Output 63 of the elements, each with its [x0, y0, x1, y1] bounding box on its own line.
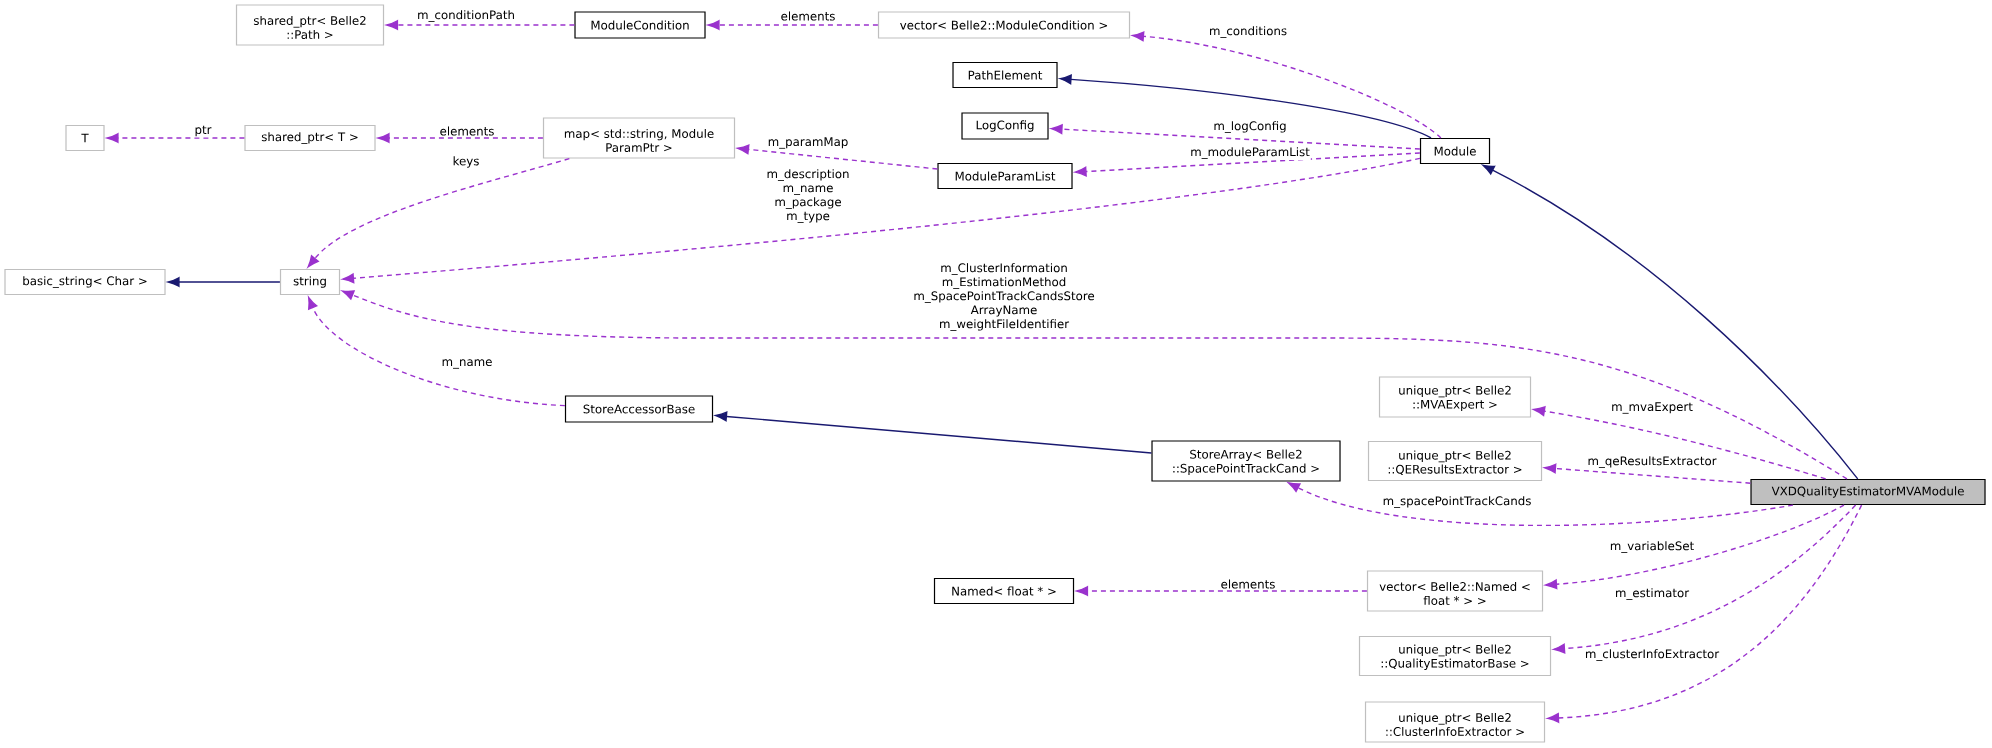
edge-label: elements — [438, 125, 496, 137]
class-box: StoreAccessorBase — [564, 395, 714, 423]
arrow — [737, 144, 939, 170]
class-box: shared_ptr< T > — [244, 124, 376, 152]
class-box: basic_string< Char > — [4, 268, 166, 296]
edge-label: m_mvaExpert — [1610, 401, 1694, 415]
arrow — [307, 157, 571, 268]
class-box: ModuleParamList — [937, 162, 1073, 190]
arrow — [1553, 504, 1857, 654]
edge-label: m_ClusterInformation m_EstimationMethod m_SpacePointTrackCandsStore ArrayName m_weightFileIdentifier — [905, 262, 1103, 332]
class-box: T — [65, 124, 105, 152]
edge-label: m_spacePointTrackCands — [1381, 495, 1533, 509]
arrow — [1545, 504, 1845, 590]
arrow — [167, 277, 281, 287]
class-box: vector< Belle2::Named < float * > > — [1366, 570, 1544, 612]
arrow — [1059, 74, 1432, 139]
arrow — [1482, 164, 1859, 480]
class-box: Named< float * > — [933, 577, 1075, 605]
arrow — [1076, 586, 1368, 596]
arrow — [1132, 31, 1442, 139]
edge-label: elements — [1219, 578, 1277, 590]
arrow — [707, 20, 879, 30]
edge-label: m_name — [440, 358, 494, 370]
edge-label: m_qeResultsExtractor — [1586, 455, 1718, 469]
arrow — [386, 20, 576, 30]
arrow — [1287, 482, 1794, 527]
arrow — [1544, 463, 1752, 484]
class-box: VXDQualityEstimatorMVAModule — [1750, 478, 1986, 506]
edge-label: m_variableSet — [1608, 540, 1696, 554]
edge-label: m_conditionPath — [416, 9, 516, 23]
edge-label: keys — [451, 155, 481, 169]
class-box: StoreArray< Belle2 ::SpacePointTrackCand > — [1151, 440, 1341, 482]
class-box: PathElement — [952, 61, 1058, 89]
edge-label: m_estimator — [1613, 587, 1691, 601]
class-box: string — [279, 268, 341, 296]
arrow — [1547, 504, 1863, 723]
edge-label: m_clusterInfoExtractor — [1583, 648, 1721, 662]
arrow — [1074, 152, 1421, 177]
class-box: unique_ptr< Belle2 ::MVAExpert > — [1378, 376, 1532, 418]
arrow — [377, 133, 544, 143]
arrow — [341, 290, 1848, 480]
arrow — [106, 133, 246, 143]
class-box: vector< Belle2::ModuleCondition > — [877, 11, 1131, 39]
class-box: map< std::string, Module ParamPtr > — [542, 117, 736, 159]
edge-label: m_description m_name m_package m_type — [752, 168, 864, 224]
arrow — [715, 411, 1153, 454]
class-box: Module — [1419, 137, 1491, 165]
arrow — [342, 157, 1421, 284]
class-box: unique_ptr< Belle2 ::QEResultsExtractor > — [1367, 440, 1543, 482]
edge-label: elements — [779, 10, 837, 22]
edge-label: m_paramMap — [766, 136, 850, 150]
arrow — [308, 296, 566, 407]
class-box: LogConfig — [961, 112, 1049, 140]
arrow — [1533, 406, 1827, 480]
edge-label: m_logConfig — [1212, 120, 1288, 134]
edge-label: m_moduleParamList — [1189, 146, 1311, 160]
edge-label: ptr — [193, 124, 213, 138]
class-box: unique_ptr< Belle2 ::QualityEstimatorBase > — [1358, 635, 1552, 677]
edge-label: m_conditions — [1207, 25, 1289, 39]
class-box: unique_ptr< Belle2 ::ClusterInfoExtractor > — [1364, 701, 1546, 743]
class-box: ModuleCondition — [574, 11, 706, 39]
class-box: shared_ptr< Belle2 ::Path > — [235, 4, 385, 46]
arrow — [1050, 124, 1421, 150]
